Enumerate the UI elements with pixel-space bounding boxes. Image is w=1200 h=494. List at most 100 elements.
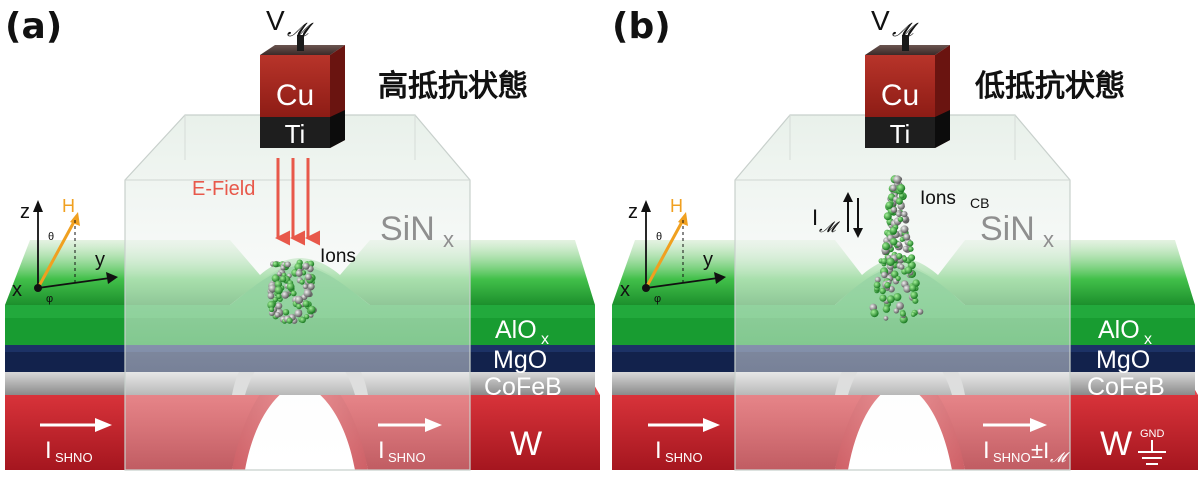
ion-particle (870, 309, 879, 318)
electrode-ti-label: Ti (285, 119, 306, 149)
alox-sub: x (541, 331, 549, 348)
ion-particle (898, 264, 905, 270)
current-right-extra: ±I (1031, 438, 1049, 463)
field-h-label: H (670, 196, 683, 216)
ion-particle (884, 281, 891, 289)
ion-particle (290, 290, 297, 297)
ion-particle (267, 292, 275, 300)
im-arrows (843, 192, 863, 238)
ion-particle (896, 302, 904, 310)
ion-particle (893, 175, 902, 184)
voltage-sub: 𝓜 (287, 20, 314, 41)
ion-particle (277, 271, 282, 277)
ion-particle (908, 246, 914, 252)
ion-particle (897, 184, 906, 193)
ion-particle (890, 238, 898, 246)
axis-x-label: x (12, 279, 22, 301)
current-right-sub: SHNO (388, 450, 426, 465)
sinx-label: SiN (980, 210, 1035, 248)
current-arrow-left (40, 418, 112, 432)
panel-b: Cu Ti V 𝓜 I 𝓜 Ions CB SiN x AlO x MgO Co… (612, 5, 1198, 471)
ion-particle (890, 184, 897, 192)
ion-particle (296, 303, 302, 310)
ion-particle (908, 254, 916, 262)
w-label: W (510, 425, 542, 463)
ion-particle (910, 291, 918, 300)
coordinate-axes (33, 200, 118, 292)
ion-particle (900, 225, 909, 234)
ion-cluster (869, 175, 924, 324)
phi-label: φ (46, 293, 53, 305)
alox-sub: x (1144, 331, 1152, 348)
state-label-a: 高抵抗状態 (378, 69, 528, 104)
ion-particle (274, 280, 282, 288)
current-left-sub: SHNO (55, 450, 93, 465)
current-arrow-right (983, 418, 1047, 432)
cb-label: CB (970, 195, 989, 211)
ion-particle (885, 201, 893, 209)
ion-particle (879, 287, 886, 295)
electrode-cu-label: Cu (881, 79, 919, 112)
axis-z-label: z (20, 201, 30, 223)
ion-particle (886, 257, 895, 266)
ion-particle (302, 262, 310, 270)
ion-particle (909, 284, 917, 292)
sinx-sub: x (1043, 227, 1054, 252)
ion-cluster (267, 259, 317, 324)
coordinate-axes (641, 200, 726, 292)
gnd-label: GND (1140, 428, 1165, 440)
ion-particle (275, 302, 283, 310)
mgo-label: MgO (1096, 346, 1150, 374)
ion-particle (881, 258, 888, 265)
axis-z-label: z (628, 201, 638, 223)
ion-particle (902, 256, 908, 262)
e-field-arrows (275, 158, 320, 246)
ion-particle (903, 233, 911, 241)
sinx-box (734, 114, 1071, 471)
ion-particle (279, 275, 287, 283)
state-label-b: 低抵抗状態 (974, 69, 1125, 104)
panel-b-label: (b) (612, 6, 671, 47)
ion-particle (882, 305, 891, 313)
current-right-extra-sub: 𝓜 (1050, 449, 1070, 465)
ions-label: Ions (320, 246, 356, 267)
ion-particle (883, 315, 889, 321)
current-left-label: I (45, 437, 52, 464)
ion-particle (281, 291, 290, 299)
ion-particle (882, 242, 890, 251)
ion-particle (895, 275, 901, 281)
axis-y-label: y (703, 249, 713, 271)
ion-particle (896, 241, 902, 247)
ion-particle (302, 284, 308, 290)
electrode: Cu Ti (865, 35, 950, 149)
ion-particle (307, 283, 315, 290)
ion-particle (893, 293, 902, 301)
ion-particle (272, 261, 279, 268)
ion-particle (899, 237, 905, 242)
ion-particle (881, 271, 888, 279)
ion-particle (879, 294, 887, 302)
current-left-sub: SHNO (665, 450, 703, 465)
alox-label: AlO (1098, 316, 1140, 344)
current-right-label: I (378, 437, 385, 464)
ion-particle (890, 206, 898, 213)
ion-particle (873, 281, 881, 289)
ion-particle (896, 211, 902, 217)
w-label: W (1100, 425, 1132, 463)
ion-particle (286, 317, 293, 324)
ions-label: Ions (920, 188, 956, 209)
ion-particle (891, 270, 899, 278)
ion-particle (299, 316, 306, 324)
ion-particle (912, 297, 919, 304)
im-label: I (812, 205, 818, 230)
ion-particle (897, 216, 904, 222)
ion-particle (274, 311, 281, 318)
ion-particle (886, 295, 895, 304)
current-arrow-right (378, 418, 442, 432)
ion-particle (895, 197, 903, 205)
ground-icon (1138, 440, 1166, 465)
ion-particle (274, 286, 283, 295)
current-left-label: I (655, 437, 662, 464)
